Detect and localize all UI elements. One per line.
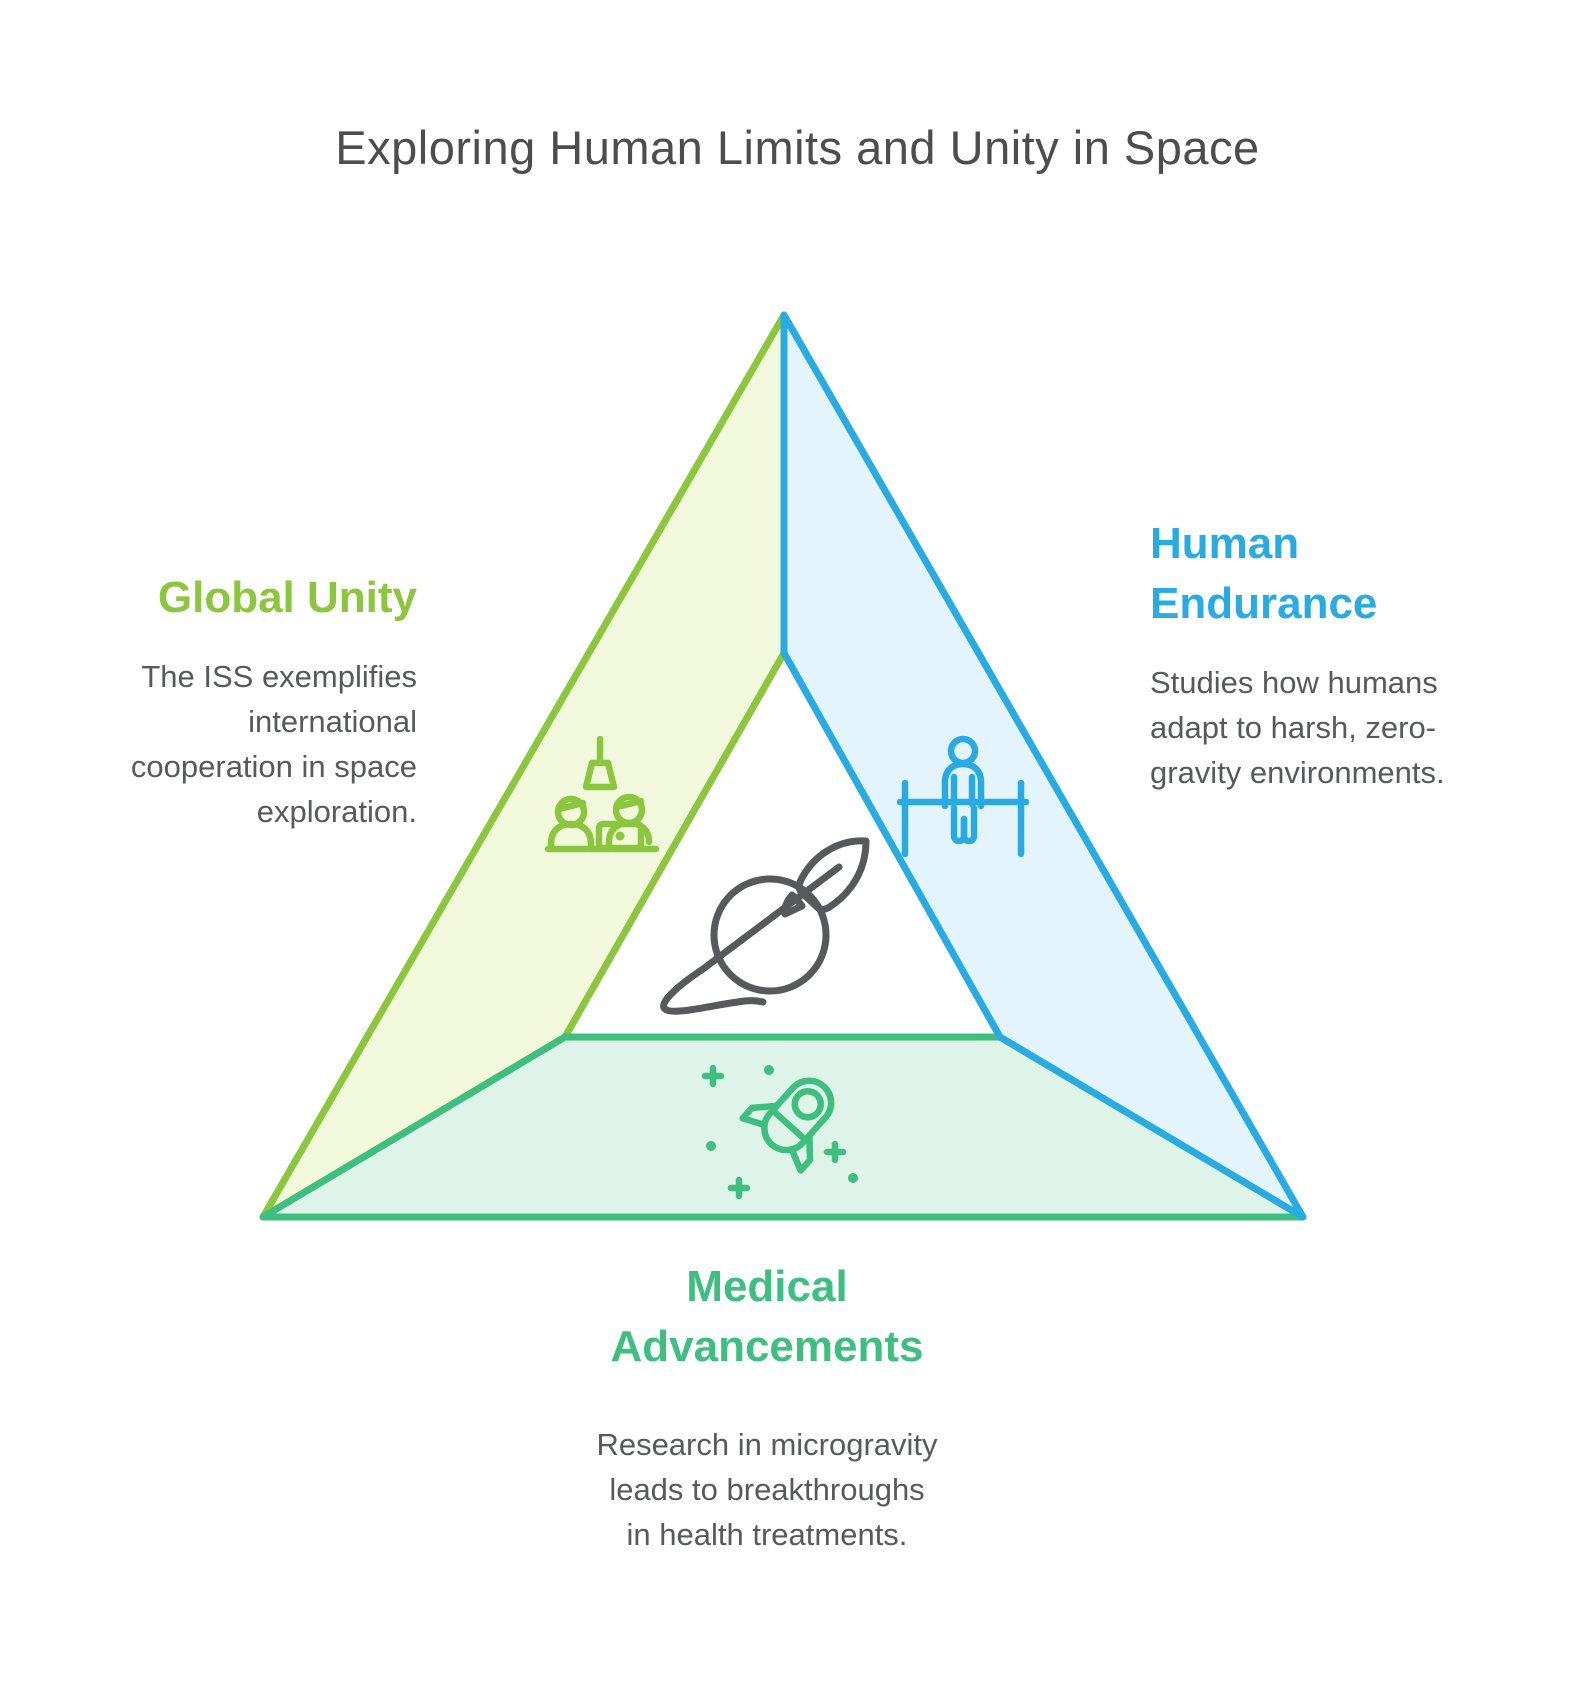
triangle-band-human-endurance <box>780 311 1307 1221</box>
planet-rocket-icon <box>660 837 870 1015</box>
section-global-unity: Global Unity The ISS exemplifies interna… <box>37 568 417 834</box>
human-endurance-description: Studies how humans adapt to harsh, zero-… <box>1150 665 1445 790</box>
page-title: Exploring Human Limits and Unity in Spac… <box>335 121 1260 174</box>
rocket-sparkles-icon <box>701 1064 858 1200</box>
section-medical-advancements: Medical Advancements Research in microgr… <box>467 1257 1067 1557</box>
global-unity-description: The ISS exemplifies international cooper… <box>130 659 417 829</box>
human-endurance-heading: Human Endurance <box>1150 519 1378 628</box>
medical-advancements-description: Research in microgravity leads to breakt… <box>596 1427 938 1552</box>
section-human-endurance: Human Endurance Studies how humans adapt… <box>1150 514 1580 795</box>
global-unity-heading: Global Unity <box>157 573 417 622</box>
parallel-bars-person-icon <box>897 735 1029 858</box>
medical-advancements-heading: Medical Advancements <box>610 1262 924 1371</box>
team-meeting-icon <box>544 736 660 853</box>
